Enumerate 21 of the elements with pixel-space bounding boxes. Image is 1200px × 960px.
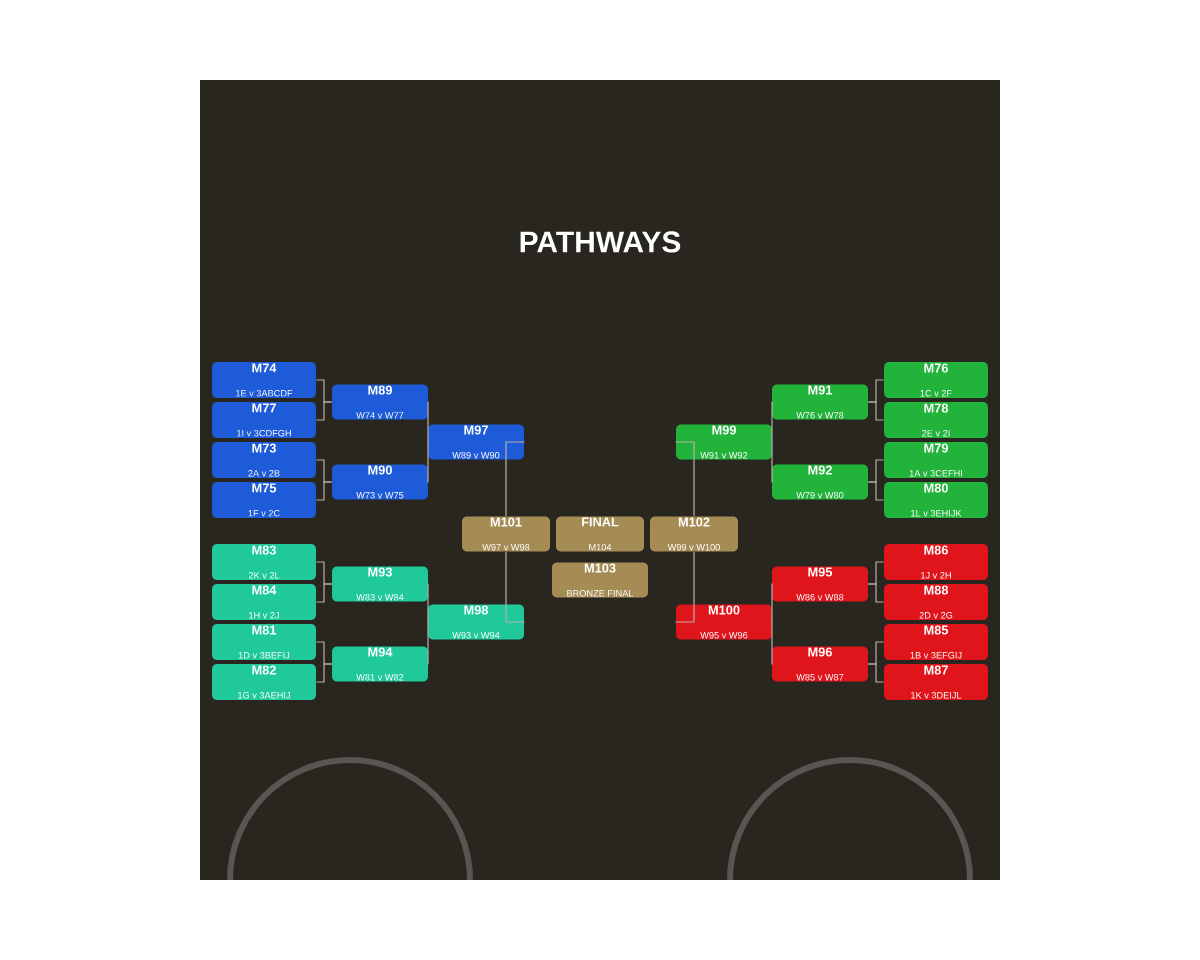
bracket-line: [771, 401, 773, 443]
bracket-line: [771, 441, 773, 483]
title: PATHWAYS: [520, 231, 681, 253]
bracket-line: [315, 663, 333, 683]
bracket-line: [771, 621, 773, 665]
bracket-line: [505, 441, 525, 517]
bracket-line: [867, 583, 885, 603]
bracket-line: [427, 583, 429, 623]
bracket-line: [315, 583, 333, 603]
bracket-line: [675, 441, 695, 517]
bracket-line: [867, 481, 885, 501]
bracket-line: [867, 663, 885, 683]
bracket-line: [427, 441, 429, 483]
bracket-line: [427, 401, 429, 443]
bracket-line: [771, 583, 773, 623]
bracket-line: [505, 551, 525, 623]
bracket-line: [675, 551, 695, 623]
bracket-line: [867, 401, 885, 421]
bracket-line: [427, 621, 429, 665]
bracket-line: [315, 401, 333, 421]
bracket-line: [315, 481, 333, 501]
